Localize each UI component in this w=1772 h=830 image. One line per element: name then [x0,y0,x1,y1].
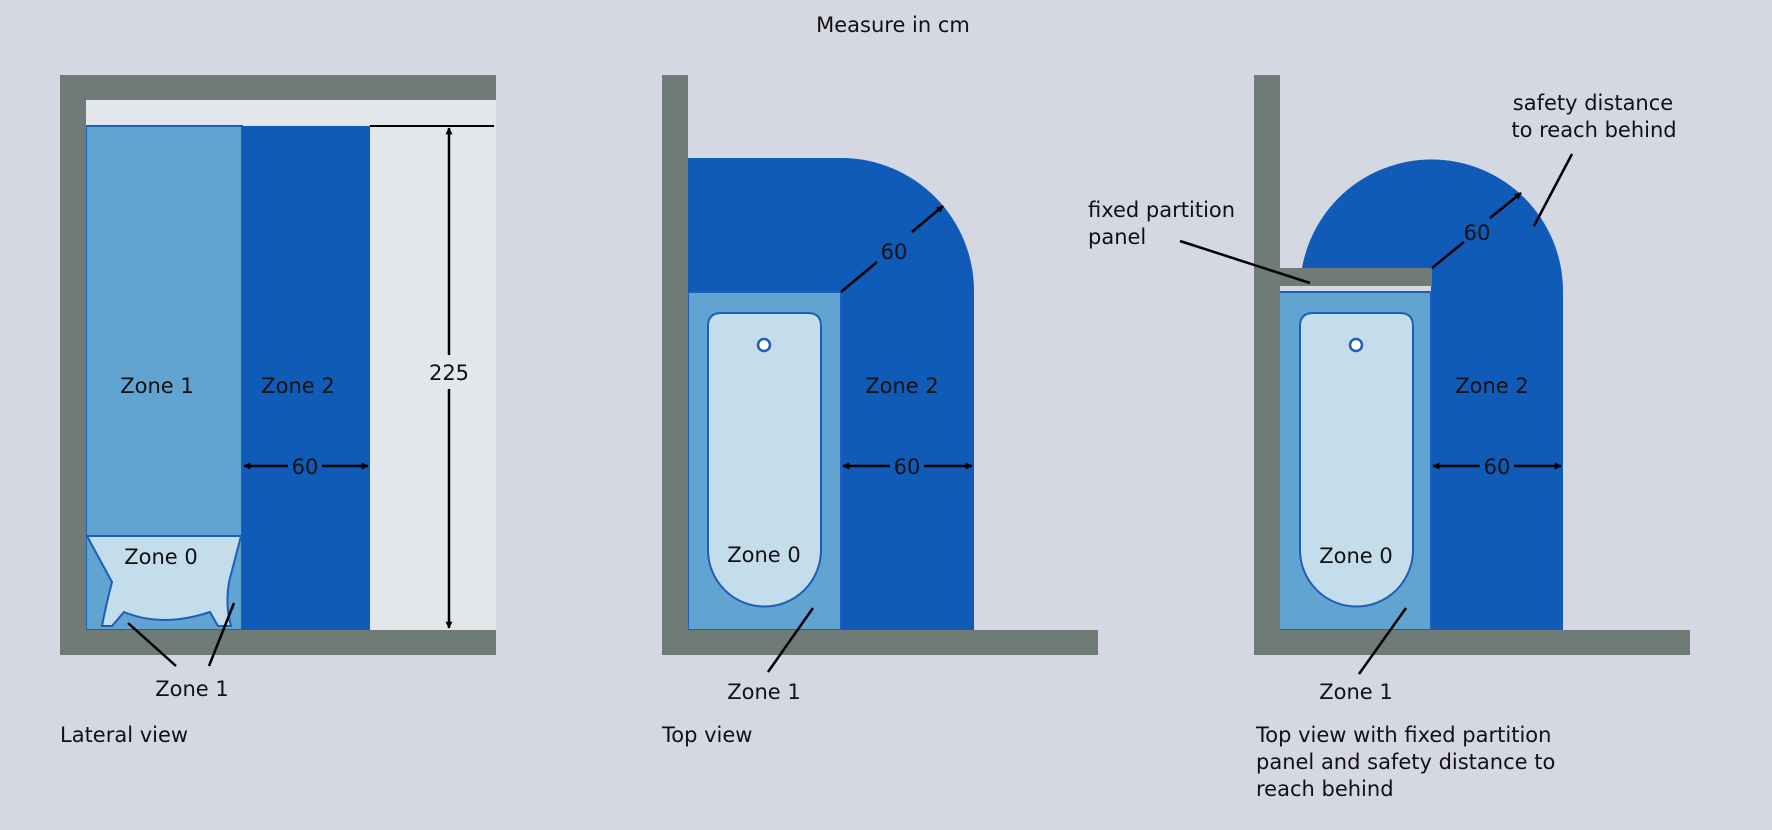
lateral-zone-2-area [242,126,370,630]
lateral-view: 225 60 Zone 1 Zone 2 Zone 0 Zone 1 Later… [60,75,496,747]
partition-zone-1-callout: Zone 1 [1319,680,1393,704]
partition-view: 60 60 Zone 2 Zone 0 Zone 1 fixed partiti… [1088,75,1690,801]
safety-callout-line [1532,153,1574,227]
lateral-zone-1-callout: Zone 1 [155,677,229,701]
lateral-height-label: 225 [429,361,469,385]
lateral-floor [60,630,496,655]
lateral-zone-2-label: Zone 2 [261,374,335,398]
partition-wall-left [1254,75,1280,655]
partition-floor-wall [1254,630,1690,655]
top-wall-left [662,75,688,655]
safety-label-line-2: to reach behind [1511,118,1676,142]
panel-callout-line [1179,239,1311,285]
top-radius-arrow-b [911,205,944,233]
partition-caption-line-1: Top view with fixed partition [1255,723,1551,747]
partition-drain-icon [1348,337,1364,353]
partition-caption-line-2: panel and safety distance to [1256,750,1555,774]
partition-zone-0-label: Zone 0 [1319,544,1393,568]
lateral-wall-left [60,75,86,655]
partition-radius-label: 60 [1464,221,1491,245]
panel-label-line-1: fixed partition [1088,198,1235,222]
lateral-height-label-bg [428,355,470,389]
lateral-zone-1-label: Zone 1 [120,374,194,398]
partition-width-label: 60 [1484,455,1511,479]
lateral-ceiling-wall [60,75,496,100]
partition-radius-arrow-a [1431,241,1465,269]
top-drain-icon [756,337,772,353]
diagram-title: Measure in cm [816,13,970,37]
lateral-width-label: 60 [292,455,319,479]
top-bathtub-zone-0 [707,312,822,608]
lateral-caption: Lateral view [60,723,188,747]
top-width-label: 60 [894,455,921,479]
top-radius-label: 60 [881,240,908,264]
top-zone-2-label: Zone 2 [865,374,939,398]
lateral-zone-1-callout-line-a [127,622,177,667]
top-zone-1-callout-line [766,607,815,673]
partition-caption-line-3: reach behind [1256,777,1394,801]
top-caption: Top view [661,723,752,747]
top-zone-1-callout: Zone 1 [727,680,801,704]
safety-label-line-1: safety distance [1513,91,1673,115]
lateral-zone-0-label: Zone 0 [124,545,198,569]
fixed-partition-panel [1280,268,1432,286]
top-zone-0-label: Zone 0 [727,543,801,567]
top-view: 60 60 Zone 2 Zone 0 Zone 1 Top view [661,75,1098,747]
lateral-zone-1-callout-line-b [207,602,236,667]
partition-zone-2-label: Zone 2 [1455,374,1529,398]
partition-bathtub-zone-0 [1299,312,1414,608]
top-radius-arrow-a [840,261,878,293]
panel-label-line-2: panel [1088,225,1146,249]
lateral-zone-0-area [85,535,243,627]
partition-radius-arrow-b [1489,192,1522,219]
top-floor-wall [662,630,1098,655]
partition-zone-1-callout-line [1357,607,1408,675]
